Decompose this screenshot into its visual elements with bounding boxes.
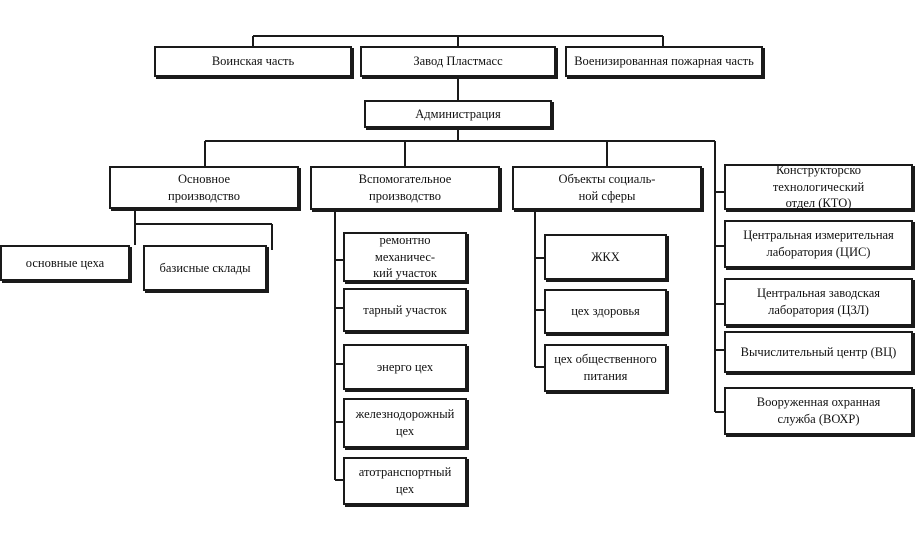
aux-unit-label: атотранспортный цех: [358, 465, 452, 496]
plant-label: Завод Пластмасс: [413, 54, 503, 69]
social-unit-housing: ЖКХ: [544, 234, 667, 280]
auxiliary-production-label: Вспомогательное производство: [358, 172, 452, 203]
aux-unit-label: энерго цех: [376, 359, 434, 374]
administration-label: Администрация: [415, 106, 501, 121]
social-unit-label: цех общественного питания: [554, 352, 657, 383]
kto-label: Конструкторско технологический отдел (КТ…: [772, 162, 865, 211]
social-unit-catering: цех общественного питания: [544, 344, 667, 392]
main-production-label: Основное производство: [168, 171, 240, 203]
aux-unit-repair: ремонтно механичес- кий участок: [343, 232, 467, 282]
aux-unit-packaging: тарный участок: [343, 288, 467, 332]
aux-unit-label: тарный участок: [363, 302, 447, 317]
military-unit-label: Воинская часть: [211, 54, 295, 69]
right-unit-cis: Центральная измерительная лаборатория (Ц…: [724, 220, 913, 268]
right-unit-computing: Вычислительный центр (ВЦ): [724, 331, 913, 373]
right-unit-label: Вооруженная охранная служба (ВОХР): [756, 395, 881, 426]
aux-unit-label: железнодорожный цех: [355, 407, 455, 438]
main-production-box: Основное производство: [109, 166, 299, 209]
military-unit-box: Воинская часть: [154, 46, 352, 77]
fire-unit-box: Военизированная пожарная часть: [565, 46, 763, 77]
base-warehouses-label: базисные склады: [159, 260, 251, 275]
social-unit-health: цех здоровья: [544, 289, 667, 334]
aux-unit-label: ремонтно механичес- кий участок: [373, 232, 437, 281]
social-unit-label: ЖКХ: [591, 249, 620, 264]
main-workshops-box: основные цеха: [0, 245, 130, 281]
auxiliary-production-box: Вспомогательное производство: [310, 166, 500, 210]
fire-unit-label: Военизированная пожарная часть: [574, 54, 754, 69]
aux-unit-transport: атотранспортный цех: [343, 457, 467, 505]
base-warehouses-box: базисные склады: [143, 245, 267, 291]
aux-unit-railway: железнодорожный цех: [343, 398, 467, 448]
kto-box: Конструкторско технологический отдел (КТ…: [724, 162, 913, 211]
right-unit-security: Вооруженная охранная служба (ВОХР): [724, 387, 913, 435]
right-unit-label: Центральная заводская лаборатория (ЦЗЛ): [756, 286, 881, 317]
main-workshops-label: основные цеха: [25, 255, 105, 270]
plant-box: Завод Пластмасс: [360, 46, 556, 77]
aux-unit-energy: энерго цех: [343, 344, 467, 390]
right-unit-czl: Центральная заводская лаборатория (ЦЗЛ): [724, 278, 913, 326]
social-objects-box: Объекты социаль- ной сферы: [512, 166, 702, 210]
social-objects-label: Объекты социаль- ной сферы: [558, 172, 656, 203]
social-unit-label: цех здоровья: [571, 304, 640, 319]
right-unit-label: Центральная измерительная лаборатория (Ц…: [743, 228, 894, 259]
right-unit-label: Вычислительный центр (ВЦ): [740, 344, 897, 359]
administration-box: Администрация: [364, 100, 552, 128]
